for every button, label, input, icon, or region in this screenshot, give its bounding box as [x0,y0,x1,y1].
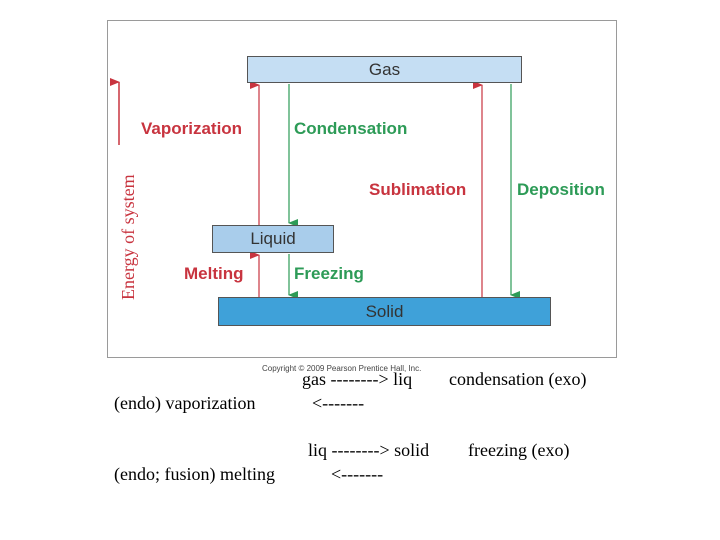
gas-label: Gas [368,59,401,79]
melting-label: Melting [184,264,244,283]
freezing-label: Freezing [294,264,364,283]
condensation-label: Condensation [294,119,408,138]
note-freezing: freezing (exo) [468,440,570,460]
note-vaporization: (endo) vaporization [114,393,256,413]
liquid-state-box: Liquid [212,225,334,253]
liquid-label: Liquid [250,229,296,248]
vaporization-label: Vaporization [141,119,243,138]
note-melting: (endo; fusion) melting [114,464,275,484]
note-gas-to-liq: gas --------> liq [302,369,413,389]
note-arrow-back-2: <------- [331,464,384,484]
energy-axis-label: Energy of system [118,174,138,300]
copyright-text: Copyright © 2009 Pearson Prentice Hall, … [262,364,422,373]
note-condensation: condensation (exo) [449,369,587,389]
deposition-label: Deposition [517,180,605,199]
solid-label: Solid [365,301,404,321]
sublimation-label: Sublimation [369,180,467,199]
gas-state-box: Gas [247,56,522,83]
note-liq-to-solid: liq --------> solid [308,440,430,460]
solid-state-box: Solid [218,297,551,326]
note-arrow-back-1: <------- [312,393,365,413]
